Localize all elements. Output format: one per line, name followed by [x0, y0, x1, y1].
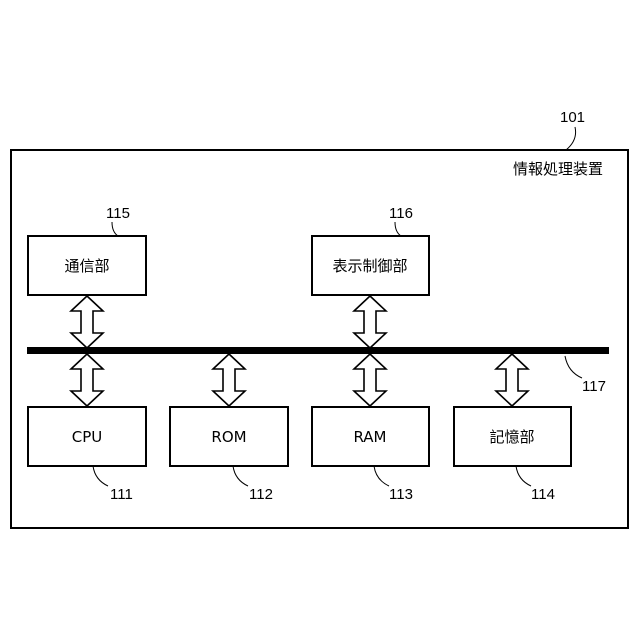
cpu-label: CPU: [72, 428, 103, 446]
cpu-ref-number: 111: [110, 486, 133, 503]
storage-label: 記憶部: [489, 428, 534, 446]
display-control-ref-leader: [395, 222, 401, 236]
display-control-ref-number: 116: [389, 205, 413, 222]
storage-ref-number: 114: [531, 486, 555, 503]
ram-label: RAM: [353, 428, 386, 446]
comm-bus-arrow: [71, 296, 103, 348]
bus-ref-number: 117: [582, 378, 606, 395]
cpu-ref-leader: [93, 466, 108, 486]
storage-ref-leader: [516, 466, 531, 486]
comm-ref-number: 115: [106, 205, 130, 222]
system-bus: [27, 347, 609, 354]
bus-ref-leader: [565, 356, 582, 378]
display-control-bus-arrow: [354, 296, 386, 348]
comm-ref-leader: [112, 222, 118, 236]
display-control-label: 表示制御部: [332, 257, 407, 275]
cpu-bus-arrow: [71, 354, 103, 406]
rom-bus-arrow: [213, 354, 245, 406]
device-ref-number: 101: [560, 109, 585, 126]
ram-ref-leader: [374, 466, 389, 486]
rom-label: ROM: [211, 428, 246, 446]
device-ref-leader: [566, 127, 576, 150]
rom-ref-leader: [233, 466, 248, 486]
ram-bus-arrow: [354, 354, 386, 406]
storage-bus-arrow: [496, 354, 528, 406]
rom-ref-number: 112: [249, 486, 273, 503]
comm-label: 通信部: [64, 257, 109, 275]
ram-ref-number: 113: [389, 486, 413, 503]
device-frame: [11, 150, 628, 528]
device-label: 情報処理装置: [513, 160, 603, 178]
